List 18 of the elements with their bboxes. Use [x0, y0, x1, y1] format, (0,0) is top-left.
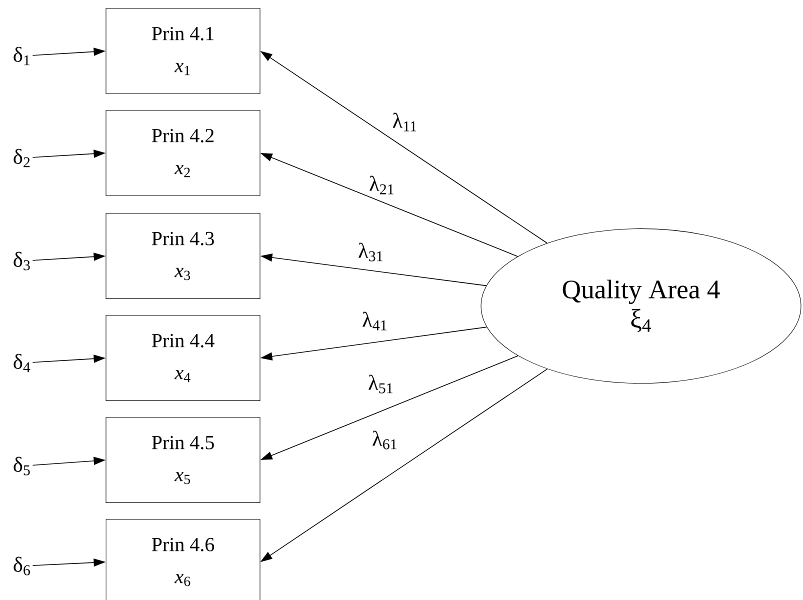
error-term: δ$_{6}$ — [14, 556, 30, 576]
edge-label: λ$_{61}$ — [370, 429, 400, 451]
indicator-box: Prin 4.2 x$_{2}$ — [106, 110, 260, 196]
indicator-box: Prin 4.3 x$_{3}$ — [106, 213, 260, 299]
edge-label: λ$_{21}$ — [368, 174, 396, 196]
indicator-box: Prin 4.6 x$_{6}$ — [106, 519, 260, 600]
error-term: δ$_{4}$ — [14, 354, 30, 372]
edge-label: λ$_{11}$ — [390, 111, 420, 133]
error-term: δ$_{2}$ — [14, 148, 30, 168]
indicator-box: Prin 4.1 x$_{1}$ — [106, 8, 260, 94]
edge-label: λ$_{51}$ — [366, 373, 396, 395]
error-term: δ$_{3}$ — [14, 252, 30, 270]
error-term: δ$_{5}$ — [14, 456, 30, 476]
indicator-box: Prin 4.4 x$_{4}$ — [106, 315, 260, 401]
edge-label: λ$_{31}$ — [356, 241, 386, 263]
error-term: δ$_{1}$ — [14, 46, 30, 66]
indicator-box: Prin 4.5 x$_{5}$ — [106, 417, 260, 503]
edge-label: λ$_{41}$ — [360, 310, 390, 332]
